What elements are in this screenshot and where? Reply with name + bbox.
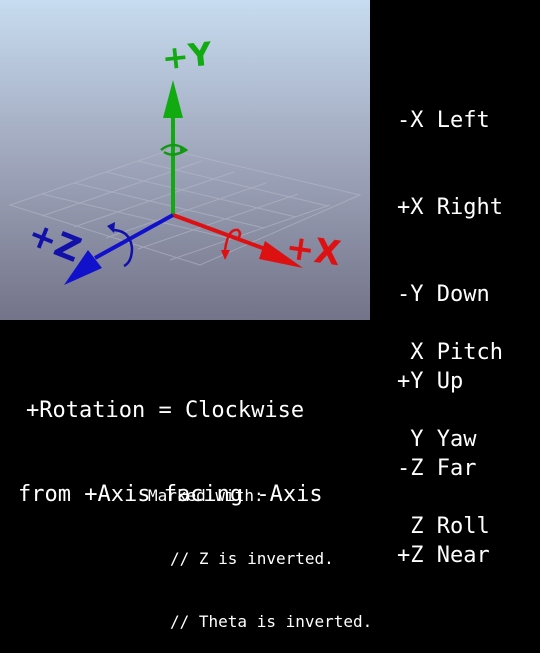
axis-direction-item: -X Left	[397, 108, 490, 133]
rotation-rule-line: from +Axis facing -Axis	[18, 482, 323, 507]
y-axis-arrow	[163, 80, 183, 215]
y-axis-label: +Y	[160, 34, 215, 77]
floor-grid	[8, 149, 362, 266]
rotation-rule-line: +Rotation = Clockwise	[26, 398, 305, 423]
axis-viewport: +Y +X +Z	[0, 0, 370, 320]
axis-direction-item: +X Right	[397, 195, 503, 220]
roll-rotation-icon	[111, 228, 134, 268]
axis-direction-item: -Y Down	[397, 282, 490, 307]
code-note: Marked with: // Z is inverted. // Theta …	[148, 443, 372, 653]
z-axis-label: +Z	[22, 214, 86, 271]
rotation-list: X Pitch Y Yaw Z Roll	[397, 280, 503, 570]
pitch-rotation-icon	[223, 228, 242, 251]
z-axis-arrow	[64, 213, 174, 285]
code-note-line: // Z is inverted.	[170, 549, 334, 568]
code-note-line: // Theta is inverted.	[170, 612, 373, 631]
rotation-item: Z Roll	[397, 514, 490, 539]
axis-direction-item: -Z Far	[397, 456, 477, 481]
axis-diagram: +Y +X +Z	[8, 34, 362, 285]
x-axis-label: +X	[283, 227, 343, 274]
rotation-item: X Pitch	[397, 340, 503, 365]
rotation-rule: +Rotation = Clockwise from +Axis facing …	[18, 341, 323, 537]
axis-direction-item: +Y Up	[397, 369, 464, 394]
rotation-item: Y Yaw	[397, 427, 477, 452]
x-axis-arrow	[172, 213, 303, 268]
code-note-heading: Marked with:	[148, 486, 264, 505]
